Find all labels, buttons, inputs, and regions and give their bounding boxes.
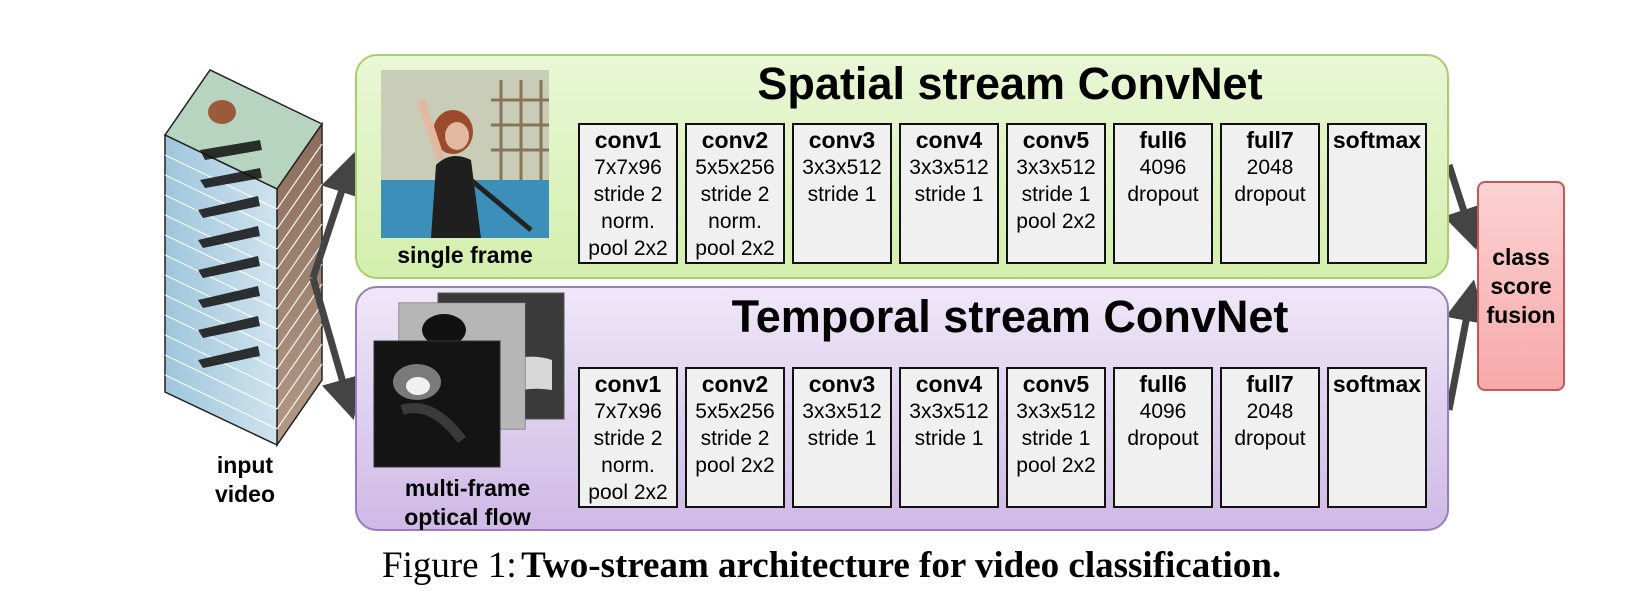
layer-spec: stride 2: [700, 427, 770, 450]
single-frame-image: [381, 70, 549, 238]
temporal-layer-conv4: conv4 3x3x512 stride 1: [899, 367, 999, 508]
layer-spec: 5x5x256: [695, 400, 775, 423]
layer-name: full6: [1139, 127, 1187, 153]
layer-spec: pool 2x2: [1016, 454, 1096, 477]
layer-name: conv1: [594, 127, 662, 153]
layer-spec: pool 2x2: [588, 481, 668, 504]
layer-name: conv3: [808, 371, 876, 397]
layer-name: conv2: [701, 371, 769, 397]
layer-name: conv4: [915, 127, 983, 153]
arrow-to-temporal: [309, 277, 363, 421]
layer-spec: pool 2x2: [1016, 210, 1096, 233]
layer-spec: dropout: [1127, 183, 1199, 206]
input-video-label: input video: [214, 452, 276, 507]
arrow-to-spatial: [309, 152, 362, 280]
spatial-layer-full6: full6 4096 dropout: [1113, 123, 1213, 264]
single-frame-label: single frame: [397, 242, 533, 268]
caption-label: Figure 1:: [382, 545, 517, 586]
temporal-layer-conv5: conv5 3x3x512 stride 1 pool 2x2: [1006, 367, 1106, 508]
layer-spec: norm.: [601, 210, 655, 233]
layer-spec: stride 2: [593, 183, 663, 206]
spatial-layer-softmax: softmax: [1327, 123, 1427, 264]
layer-name: conv3: [808, 127, 876, 153]
layer-spec: norm.: [601, 454, 655, 477]
layer-spec: stride 2: [700, 183, 770, 206]
temporal-layer-conv2: conv2 5x5x256 stride 2 pool 2x2: [685, 367, 785, 508]
layer-spec: 7x7x96: [594, 156, 662, 179]
layer-name: softmax: [1332, 371, 1422, 397]
layer-name: conv4: [915, 371, 983, 397]
layer-spec: stride 1: [1021, 427, 1091, 450]
layer-name: full7: [1246, 371, 1294, 397]
layer-name: softmax: [1332, 127, 1422, 153]
spatial-layer-conv5: conv5 3x3x512 stride 1 pool 2x2: [1006, 123, 1106, 264]
arrow-spatial-to-fusion: [1443, 163, 1484, 250]
layer-spec: pool 2x2: [588, 237, 668, 260]
layer-spec: norm.: [708, 210, 762, 233]
layer-name: conv5: [1022, 371, 1090, 397]
layer-spec: 5x5x256: [695, 156, 775, 179]
layer-spec: stride 1: [914, 427, 984, 450]
temporal-layer-conv1: conv1 7x7x96 stride 2 norm. pool 2x2: [578, 367, 678, 508]
layer-spec: 4096: [1139, 400, 1187, 423]
spatial-layer-conv1: conv1 7x7x96 stride 2 norm. pool 2x2: [578, 123, 678, 264]
layer-spec: dropout: [1234, 183, 1306, 206]
layer-name: full7: [1246, 127, 1294, 153]
temporal-stream-title: Temporal stream ConvNet: [731, 291, 1289, 342]
layer-spec: stride 1: [1021, 183, 1091, 206]
layer-spec: stride 1: [914, 183, 984, 206]
layer-spec: pool 2x2: [695, 237, 775, 260]
layer-name: full6: [1139, 371, 1187, 397]
spatial-layer-conv4: conv4 3x3x512 stride 1: [899, 123, 999, 264]
class-score-fusion-box: class score fusion: [1477, 181, 1565, 391]
layer-spec: dropout: [1234, 427, 1306, 450]
temporal-layer-full7: full7 2048 dropout: [1220, 367, 1320, 508]
optical-flow-label: multi-frame optical flow: [404, 475, 531, 530]
spatial-stream-title: Spatial stream ConvNet: [757, 58, 1263, 109]
figure-caption: Figure 1: Two-stream architecture for vi…: [382, 544, 1281, 587]
spatial-layer-conv3: conv3 3x3x512 stride 1: [792, 123, 892, 264]
layer-spec: stride 2: [593, 427, 663, 450]
layer-spec: dropout: [1127, 427, 1199, 450]
layer-spec: 3x3x512: [802, 156, 882, 179]
layer-spec: 4096: [1139, 156, 1187, 179]
layer-spec: 2048: [1246, 400, 1294, 423]
layer-spec: 7x7x96: [594, 400, 662, 423]
layer-spec: 2048: [1246, 156, 1294, 179]
temporal-layer-full6: full6 4096 dropout: [1113, 367, 1213, 508]
layer-name: conv5: [1022, 127, 1090, 153]
layer-spec: pool 2x2: [695, 454, 775, 477]
layer-name: conv1: [594, 371, 662, 397]
optical-flow-image-stack: [373, 292, 565, 468]
spatial-layer-full7: full7 2048 dropout: [1220, 123, 1320, 264]
arrow-temporal-to-fusion: [1445, 279, 1487, 411]
layer-spec: 3x3x512: [802, 400, 882, 423]
layer-spec: 3x3x512: [909, 400, 989, 423]
layer-spec: 3x3x512: [1016, 156, 1096, 179]
class-score-fusion-label: class score fusion: [1486, 243, 1556, 328]
temporal-layer-conv3: conv3 3x3x512 stride 1: [792, 367, 892, 508]
layer-spec: stride 1: [807, 183, 877, 206]
layer-spec: 3x3x512: [1016, 400, 1096, 423]
layer-spec: 3x3x512: [909, 156, 989, 179]
input-video-volume: [163, 69, 324, 448]
temporal-layer-softmax: softmax: [1327, 367, 1427, 508]
layer-spec: stride 1: [807, 427, 877, 450]
layer-name: conv2: [701, 127, 769, 153]
spatial-layer-conv2: conv2 5x5x256 stride 2 norm. pool 2x2: [685, 123, 785, 264]
caption-title: Two-stream architecture for video classi…: [521, 545, 1282, 586]
